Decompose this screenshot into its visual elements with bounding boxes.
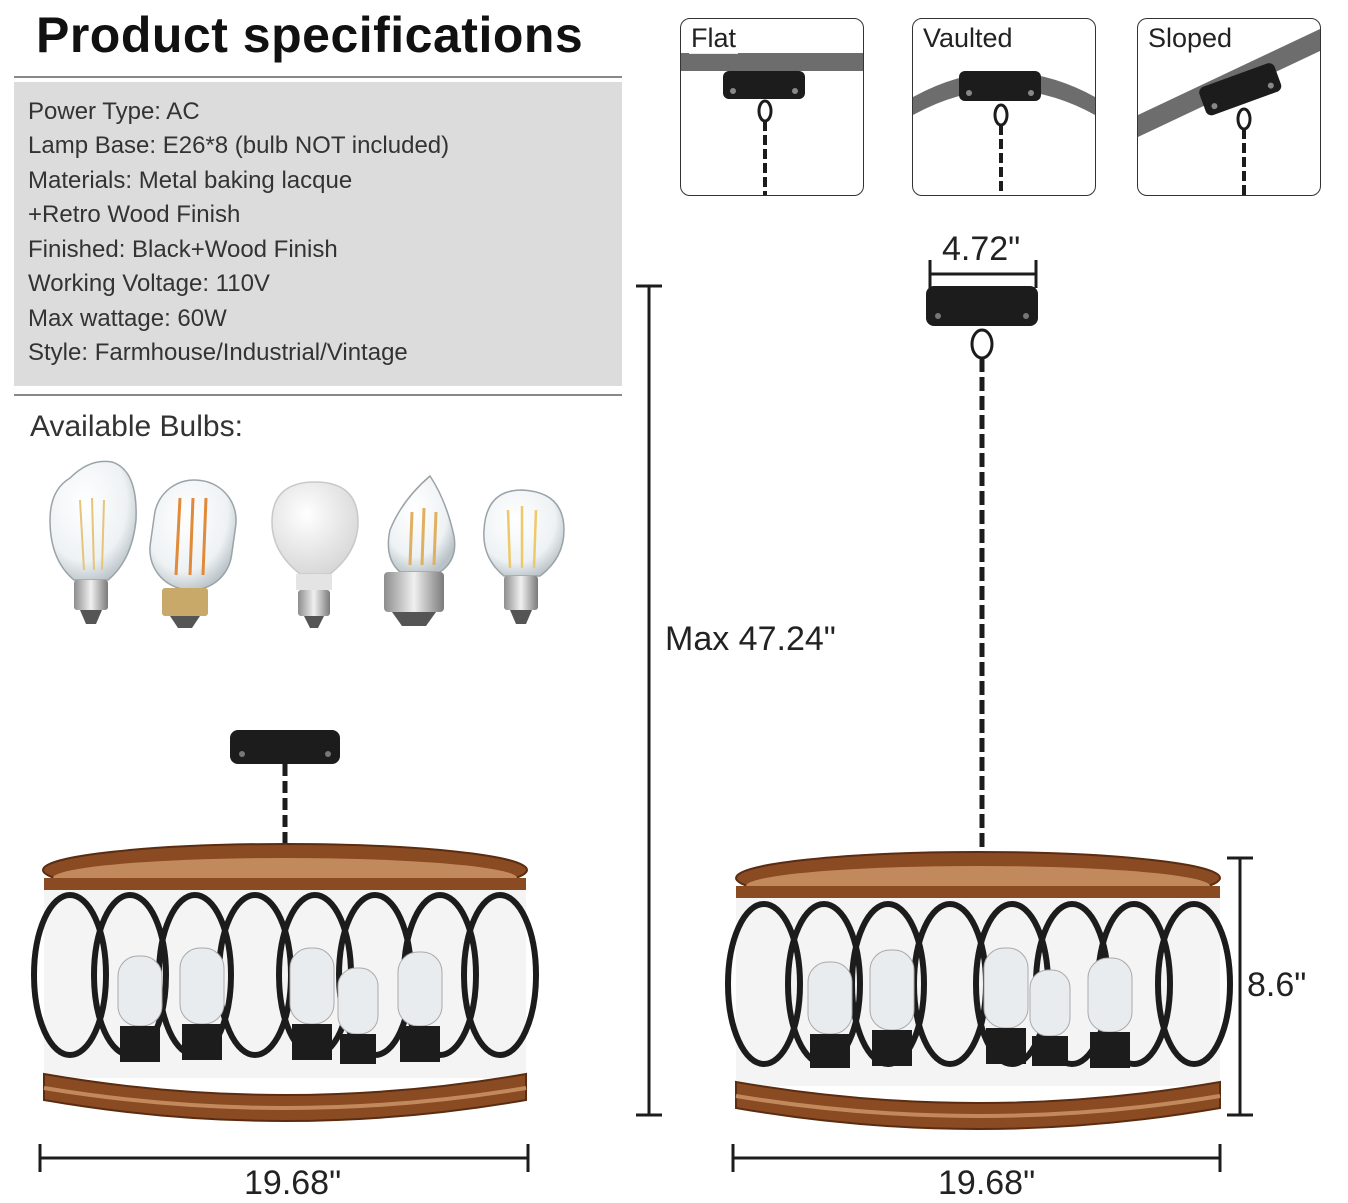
- ceiling-sloped-illustration: [1138, 29, 1320, 195]
- ceiling-sloped-panel: Sloped: [1137, 18, 1321, 196]
- spec-materials: Materials: Metal baking lacque: [28, 167, 353, 194]
- bulb-st64: [49, 460, 137, 624]
- bulb-a19-white: [271, 481, 359, 628]
- spec-finished: Finished: Black+Wood Finish: [28, 236, 338, 263]
- ceiling-flat-illustration: [681, 53, 863, 195]
- spec-style: Style: Farmhouse/Industrial/Vintage: [28, 339, 408, 366]
- spec-divider-top: [14, 76, 622, 78]
- spec-materials-2: +Retro Wood Finish: [28, 201, 241, 228]
- bulb-candle: [384, 474, 456, 626]
- spec-divider-bottom: [14, 394, 622, 396]
- page-title: Product specifications: [36, 7, 584, 63]
- dim-max-height: Max 47.24": [665, 620, 836, 658]
- spec-lamp-base: Lamp Base: E26*8 (bulb NOT included): [28, 132, 450, 159]
- available-bulbs-label: Available Bulbs:: [30, 410, 243, 443]
- dim-drum-height: 8.6": [1247, 966, 1307, 1004]
- ceiling-flat-label: Flat: [689, 23, 739, 54]
- ceiling-vaulted-illustration: [913, 71, 1095, 195]
- ceiling-flat-panel: Flat: [680, 18, 864, 196]
- spec-panel: Power Type: AC Lamp Base: E26*8 (bulb NO…: [14, 82, 622, 386]
- ceiling-sloped-label: Sloped: [1146, 23, 1235, 54]
- dim-width-left: 19.68": [244, 1164, 342, 1202]
- ceiling-vaulted-panel: Vaulted: [912, 18, 1096, 196]
- spec-voltage: Working Voltage: 110V: [28, 270, 270, 297]
- ceiling-vaulted-label: Vaulted: [921, 23, 1015, 54]
- dim-width-right: 19.68": [938, 1164, 1036, 1202]
- bulb-t45: [149, 479, 237, 628]
- dim-canopy-width: 4.72": [942, 230, 1021, 268]
- spec-power-type: Power Type: AC: [28, 98, 200, 125]
- bulb-a19-clear: [483, 489, 565, 624]
- spec-wattage: Max wattage: 60W: [28, 305, 227, 332]
